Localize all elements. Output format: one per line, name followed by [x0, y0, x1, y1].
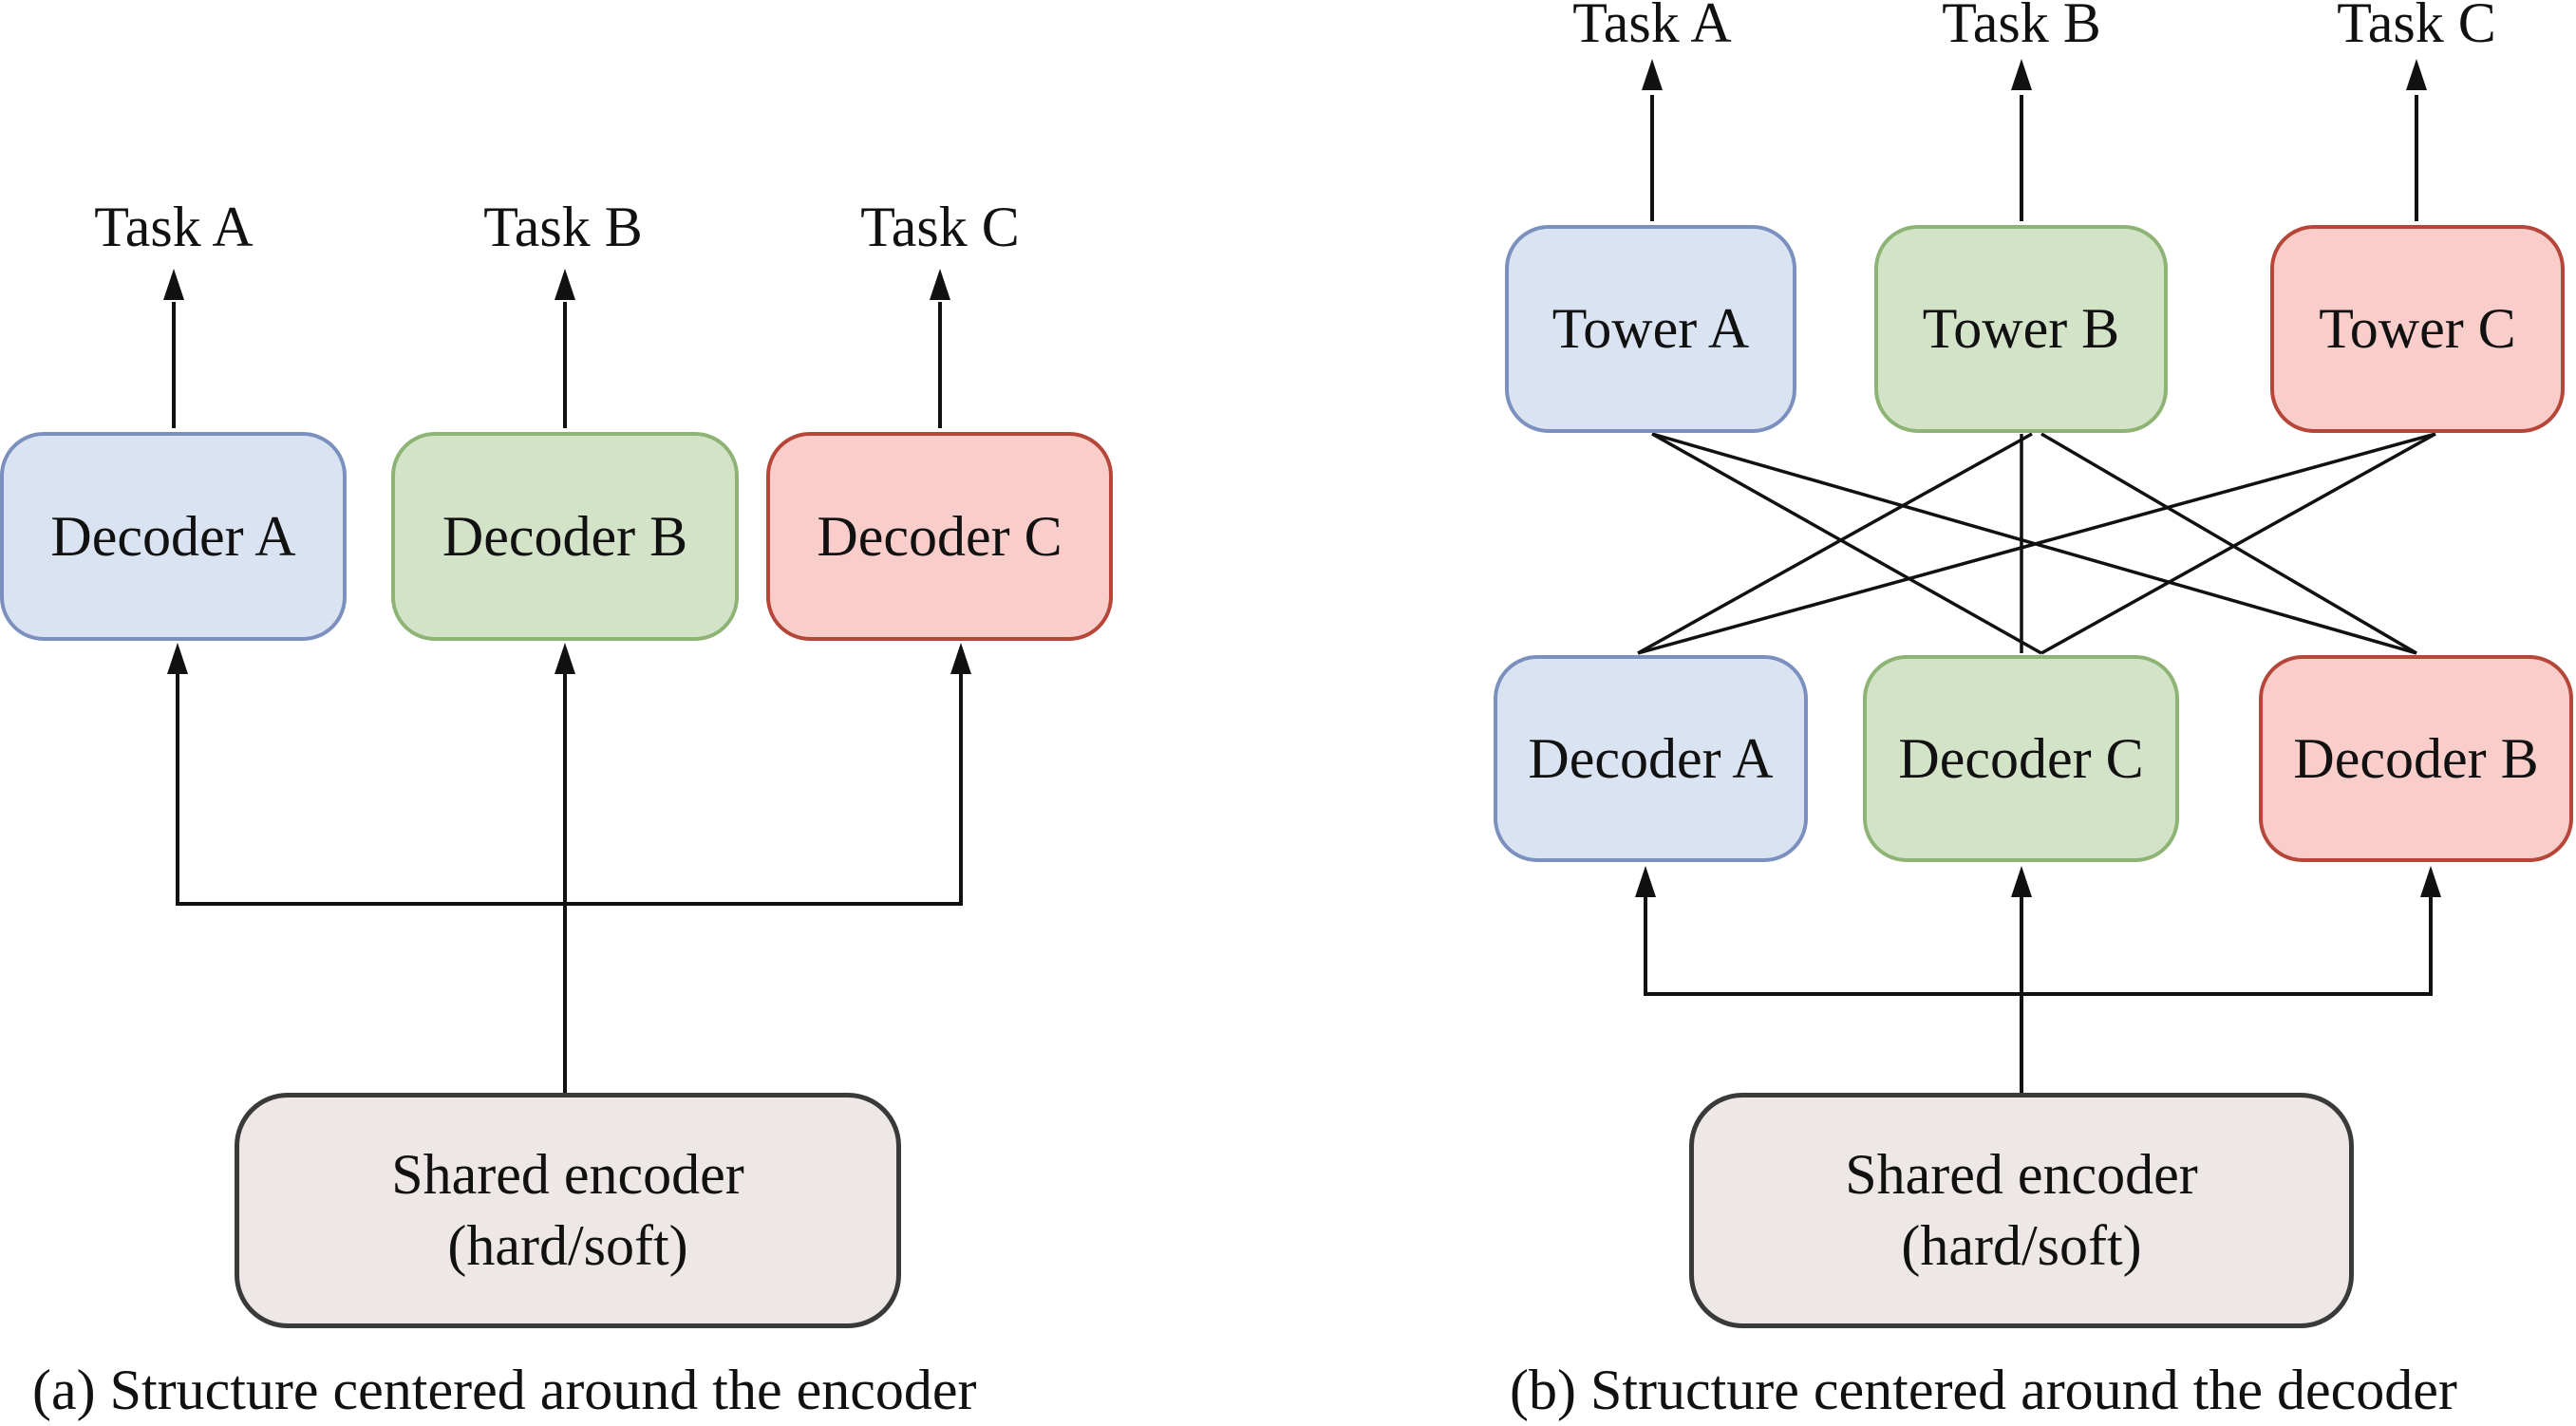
arrowhead-a-task-b — [555, 269, 575, 300]
task-a-label: Task A — [1572, 0, 1732, 54]
arrowhead-b-decoder-c — [2011, 866, 2032, 897]
edge-b-mesh-tower-b-decoder-a — [1637, 432, 2033, 655]
shared-encoder-sublabel: (hard/soft) — [1901, 1214, 2142, 1277]
edge-b-mesh-tower-b-decoder-b — [2040, 432, 2417, 655]
shared-encoder-label: Shared encoder — [391, 1143, 744, 1206]
task-c-label: Task C — [860, 196, 1020, 258]
decoder-a-box: Decoder A — [0, 432, 347, 641]
decoder-a-label: Decoder A — [50, 504, 296, 568]
decoder-b-box: Decoder B — [2259, 655, 2573, 862]
task-a-label: Task A — [94, 196, 254, 258]
arrowhead-a-decoder-c — [950, 643, 971, 674]
arrowhead-a-decoder-b — [555, 643, 575, 674]
decoder-a-label: Decoder A — [1528, 726, 1774, 790]
decoder-b-label: Decoder B — [2293, 726, 2539, 790]
edge-b-mesh-tower-a-decoder-c — [1651, 432, 2042, 655]
arrowhead-a-task-c — [930, 269, 950, 300]
shared-encoder-box: Shared encoder (hard/soft) — [235, 1093, 901, 1328]
tower-a-box: Tower A — [1505, 225, 1796, 433]
arrowhead-b-decoder-b — [2420, 866, 2441, 897]
shared-encoder-sublabel: (hard/soft) — [447, 1214, 688, 1277]
caption-a: (a) Structure centered around the encode… — [32, 1359, 977, 1421]
decoder-c-label: Decoder C — [817, 504, 1062, 568]
arrowhead-b-task-c — [2406, 59, 2427, 90]
arrowhead-a-decoder-a — [167, 643, 188, 674]
shared-encoder-box: Shared encoder (hard/soft) — [1689, 1093, 2354, 1328]
arrowhead-a-task-a — [163, 269, 184, 300]
edge-b-fanout-bus — [1644, 897, 2433, 996]
tower-b-box: Tower B — [1874, 225, 2168, 433]
task-b-label: Task B — [483, 196, 643, 258]
task-b-label: Task B — [1942, 0, 2101, 54]
arrowhead-b-task-b — [2011, 59, 2032, 90]
caption-b: (b) Structure centered around the decode… — [1510, 1359, 2457, 1421]
arrowhead-b-task-a — [1642, 59, 1663, 90]
tower-a-label: Tower A — [1551, 297, 1750, 360]
decoder-c-box: Decoder C — [1863, 655, 2179, 862]
decoder-c-label: Decoder C — [1898, 726, 2144, 790]
decoder-a-box: Decoder A — [1494, 655, 1808, 862]
decoder-b-label: Decoder B — [442, 504, 688, 568]
tower-b-label: Tower B — [1922, 297, 2120, 360]
tower-c-box: Tower C — [2270, 225, 2565, 433]
decoder-c-box: Decoder C — [766, 432, 1113, 641]
edge-b-mesh-tower-c-decoder-c — [2040, 432, 2436, 655]
tower-c-label: Tower C — [2319, 297, 2516, 360]
decoder-b-box: Decoder B — [391, 432, 739, 641]
arrowhead-b-decoder-a — [1635, 866, 1656, 897]
edge-a-fanout-bus — [176, 674, 963, 906]
task-c-label: Task C — [2337, 0, 2496, 54]
edge-b-mesh-tower-c-decoder-a — [1637, 432, 2436, 655]
shared-encoder-label: Shared encoder — [1845, 1143, 2198, 1206]
